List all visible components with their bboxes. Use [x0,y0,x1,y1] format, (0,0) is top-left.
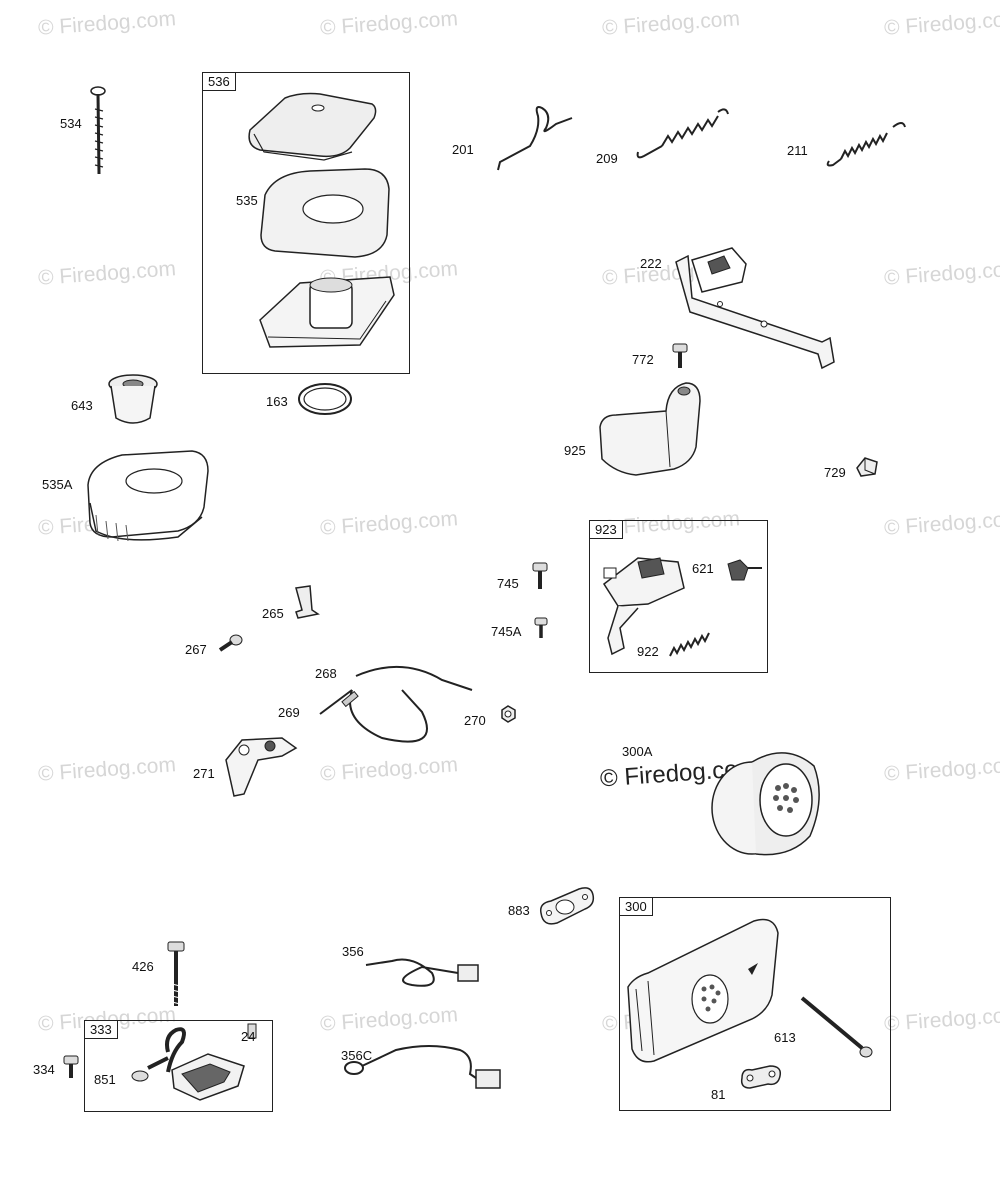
wire-356-icon [365,958,479,987]
callout-922: 922 [637,644,659,659]
screw-745-icon [532,562,548,589]
watermark: © Firedog.com [37,7,177,40]
watermark: © Firedog.com [883,1003,1000,1036]
group-box-923: 923 [589,520,768,673]
nut-270-icon [501,705,516,723]
ignition-coil-333-icon [147,1023,257,1101]
callout-613: 613 [774,1030,796,1045]
callout-271: 271 [193,766,215,781]
callout-269: 269 [278,705,300,720]
watermark: © Firedog.com [319,753,459,786]
callout-356c: 356C [341,1048,373,1063]
callout-535a: 535A [42,477,73,492]
bolt-613-icon [800,996,873,1058]
callout-643: 643 [71,398,93,413]
watermark: © Firedog.com [37,753,177,786]
callout-772: 772 [632,352,654,367]
gasket-883-icon [539,887,595,925]
watermark: © Firedog.com [883,257,1000,290]
callout-356: 356 [342,944,364,959]
callout-81: 81 [711,1087,726,1102]
adapter-643-icon [108,374,158,424]
callout-745: 745 [497,576,519,591]
watermark: © Firedog.com [883,507,1000,540]
spring-201-icon [497,106,573,171]
watermark: © Firedog.com [883,7,1000,40]
bolt-772-icon [672,343,688,368]
callout-300a: 300A [622,744,653,759]
governor-bracket-923-icon [602,557,685,656]
callout-745a: 745A [491,624,522,639]
clip-621-icon [727,559,762,581]
callout-265: 265 [262,606,284,621]
callout-621: 621 [692,561,714,576]
callout-24: 24 [241,1029,256,1044]
spring-922-icon [669,632,710,657]
watermark: © Firedog.com [37,257,177,290]
spring-209-icon [636,108,729,159]
screw-334-icon [63,1055,79,1078]
spring-211-icon [826,122,906,167]
shield-925-icon [599,382,701,476]
callout-222: 222 [640,256,662,271]
bracket-271-icon [225,737,298,797]
muffler-300a-icon [711,752,820,856]
clamp-265-icon [295,585,320,619]
screw-267-icon [218,634,243,652]
callout-925: 925 [564,443,586,458]
callout-209: 209 [596,151,618,166]
callout-270: 270 [464,713,486,728]
lock-plate-81-icon [740,1065,782,1089]
screw-534-icon [90,86,106,175]
cable-268-icon [319,666,473,743]
group-id-536: 536 [202,72,236,91]
callout-268: 268 [315,666,337,681]
air-filter-535-icon [260,168,390,258]
control-bracket-222-icon [675,247,835,370]
callout-163: 163 [266,394,288,409]
group-box-300: 300 [619,897,891,1111]
watermark: © Firedog.com [883,753,1000,786]
callout-535: 535 [236,193,258,208]
callout-334: 334 [33,1062,55,1077]
gasket-163-icon [298,383,352,415]
group-id-923: 923 [589,520,623,539]
group-box-333: 333 [84,1020,273,1112]
group-box-536: 536 [202,72,410,374]
callout-883: 883 [508,903,530,918]
pre-cleaner-535a-icon [87,450,209,542]
callout-534: 534 [60,116,82,131]
watermark: © Firedog.com [601,7,741,40]
watermark: © Firedog.com [319,1003,459,1036]
wire-356c-icon [344,1045,501,1089]
callout-729: 729 [824,465,846,480]
watermark: © Firedog.com [319,7,459,40]
watermark: © Firedog.com [319,507,459,540]
callout-211: 211 [787,143,808,158]
screw-745a-icon [534,617,548,638]
callout-201: 201 [452,142,474,157]
clip-851-icon [131,1070,149,1082]
muffler-300-icon [627,918,779,1063]
callout-267: 267 [185,642,207,657]
callout-851: 851 [94,1072,116,1087]
group-id-333: 333 [84,1020,118,1039]
clip-729-icon [856,457,878,477]
group-id-300: 300 [619,897,653,916]
screw-426-icon [167,941,185,1006]
air-cleaner-cover-icon [248,92,377,161]
air-cleaner-base-icon [259,276,395,348]
callout-426: 426 [132,959,154,974]
